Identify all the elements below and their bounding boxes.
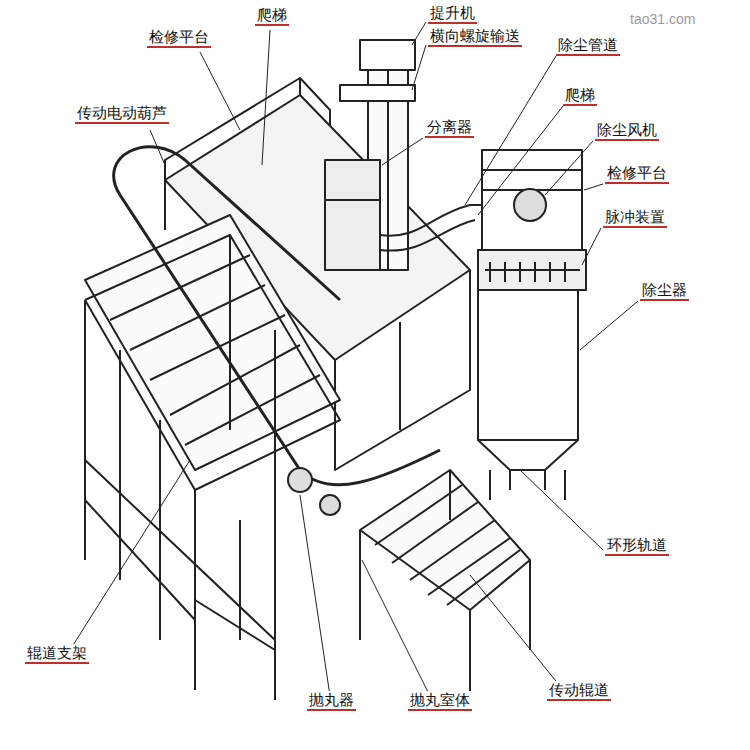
part-label: 除尘器 xyxy=(640,281,689,301)
part-label: 辊道支架 xyxy=(25,644,89,664)
part-label: 检修平台 xyxy=(147,28,211,48)
part-label: 横向螺旋输送 xyxy=(428,27,522,47)
part-label: 传动辊道 xyxy=(547,681,611,701)
part-label: 检修平台 xyxy=(605,164,669,184)
part-label: 抛丸器 xyxy=(307,691,356,711)
part-label: 脉冲装置 xyxy=(603,208,667,228)
part-label: 除尘风机 xyxy=(595,121,659,141)
part-label: 爬梯 xyxy=(255,6,289,26)
watermark: tao31.com xyxy=(628,10,697,28)
part-label: 除尘管道 xyxy=(556,36,620,56)
part-label: 传动电动葫芦 xyxy=(75,104,169,124)
part-label: 环形轨道 xyxy=(605,536,669,556)
part-label: 分离器 xyxy=(425,118,474,138)
part-label: 提升机 xyxy=(428,4,477,24)
part-label: 爬梯 xyxy=(563,86,597,106)
part-label: 抛丸室体 xyxy=(408,691,472,711)
